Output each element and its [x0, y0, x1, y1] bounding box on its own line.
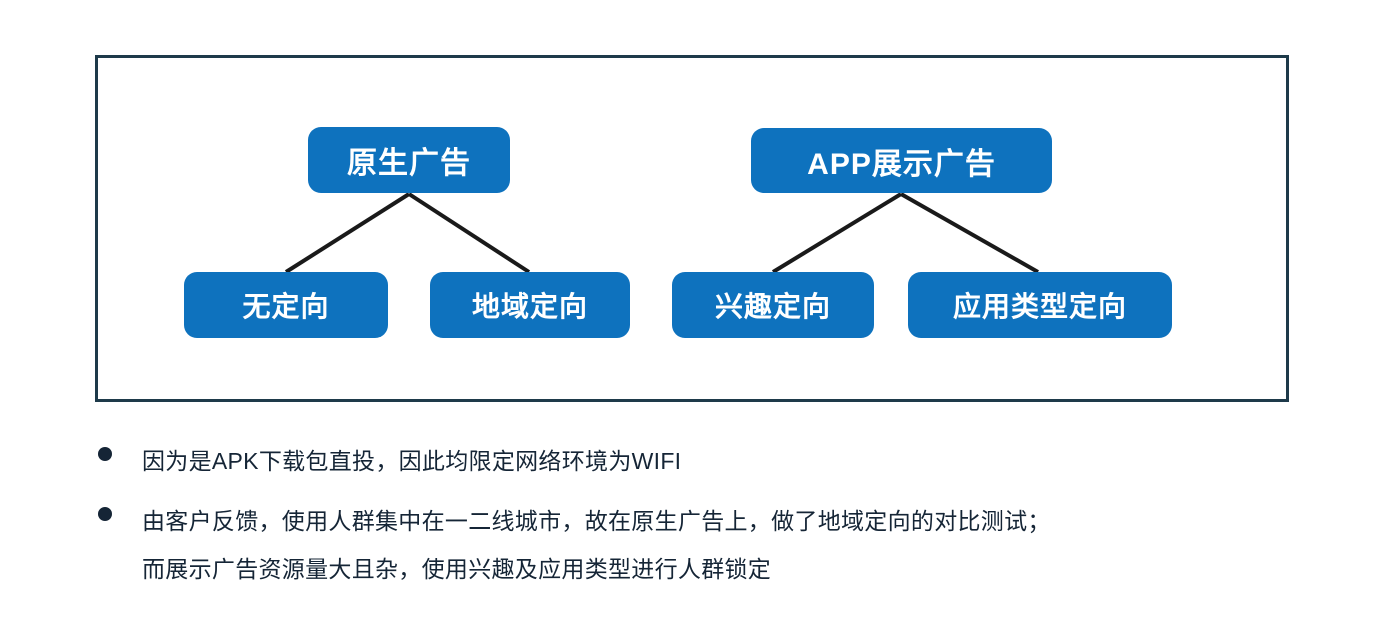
disc-bullet-icon	[98, 507, 112, 521]
list-item: 因为是APK下载包直投，因此均限定网络环境为WIFI	[98, 437, 1358, 485]
disc-bullet-icon	[98, 447, 112, 461]
node-native-ad[interactable]: 原生广告	[308, 127, 510, 193]
note-line: 而展示广告资源量大且杂，使用兴趣及应用类型进行人群锁定	[142, 556, 772, 582]
note-line: 由客户反馈，使用人群集中在一二线城市，故在原生广告上，做了地域定向的对比测试；	[142, 508, 1051, 534]
node-no-targeting[interactable]: 无定向	[184, 272, 388, 338]
note-text: 由客户反馈，使用人群集中在一二线城市，故在原生广告上，做了地域定向的对比测试； …	[142, 497, 1358, 593]
diagram-frame	[95, 55, 1289, 402]
node-app-display-ad[interactable]: APP展示广告	[751, 128, 1052, 193]
node-app-type-targeting[interactable]: 应用类型定向	[908, 272, 1172, 338]
note-line: 因为是APK下载包直投，因此均限定网络环境为WIFI	[142, 448, 682, 474]
node-interest-targeting[interactable]: 兴趣定向	[672, 272, 874, 338]
note-text: 因为是APK下载包直投，因此均限定网络环境为WIFI	[142, 437, 1358, 485]
notes-list: 因为是APK下载包直投，因此均限定网络环境为WIFI 由客户反馈，使用人群集中在…	[98, 437, 1358, 605]
list-item: 由客户反馈，使用人群集中在一二线城市，故在原生广告上，做了地域定向的对比测试； …	[98, 497, 1358, 593]
node-geo-targeting[interactable]: 地域定向	[430, 272, 630, 338]
